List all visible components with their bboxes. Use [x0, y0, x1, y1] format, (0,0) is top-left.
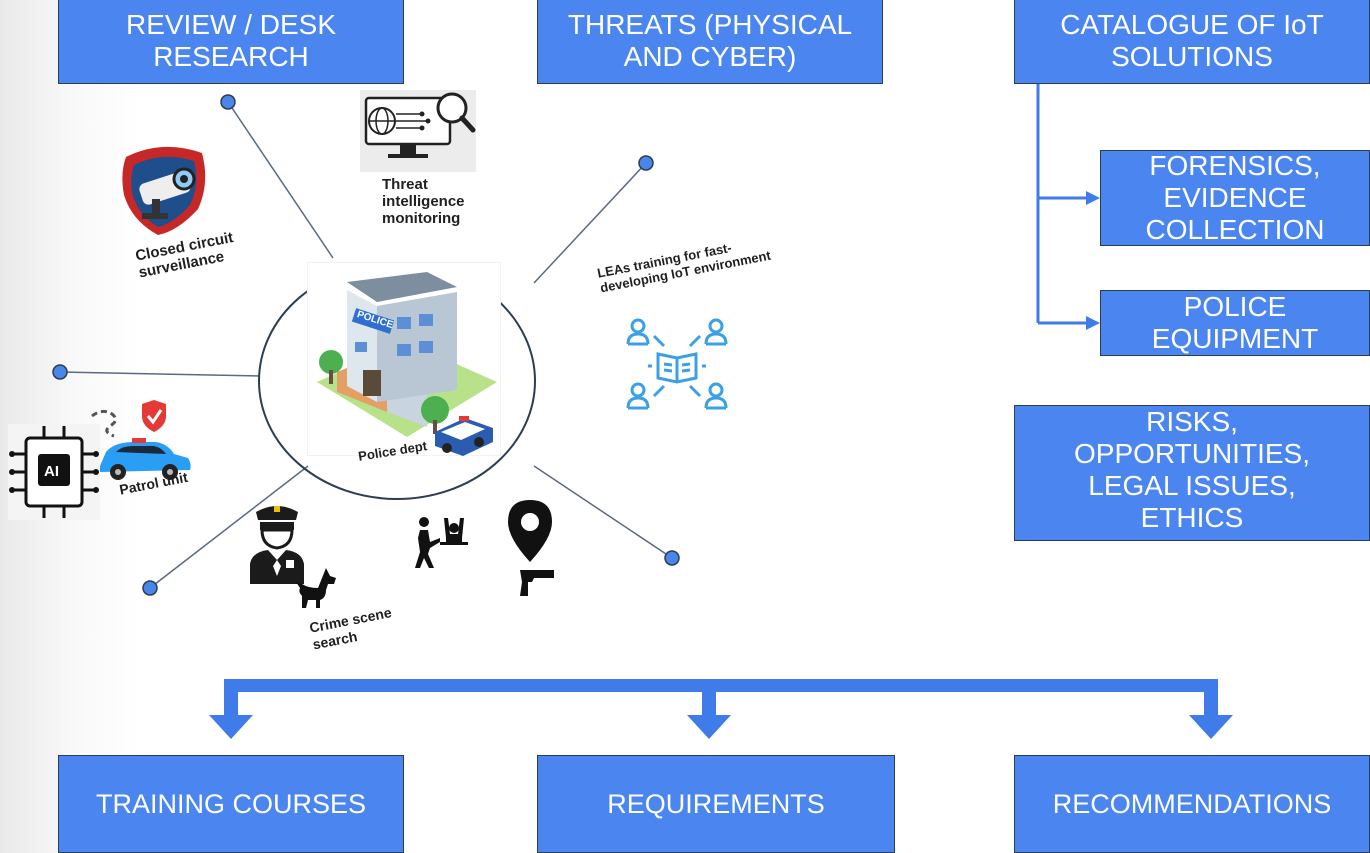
- node-left: [52, 364, 68, 380]
- spoke-left: [59, 371, 261, 377]
- review-box: REVIEW / DESK RESEARCH: [58, 0, 404, 84]
- gun-icon: [520, 570, 554, 596]
- distribution-bar: [224, 679, 1218, 692]
- police-equipment-box: POLICE EQUIPMENT: [1100, 290, 1370, 356]
- arrow-to-recommendations: [1189, 715, 1233, 739]
- threat-monitor-icon: [360, 90, 476, 172]
- location-pin-icon: [508, 500, 552, 562]
- police-station-icon: POLICE: [307, 262, 501, 456]
- police-dog-icon: [296, 568, 336, 608]
- arrest-icon: [415, 517, 468, 568]
- threats-box: THREATS (PHYSICAL AND CYBER): [537, 0, 883, 84]
- spoke-top-left: [227, 101, 334, 259]
- ai-chip-text: AI: [44, 463, 59, 480]
- spoke-top-right: [533, 162, 647, 284]
- threat-intel-label: Threat intelligence monitoring: [382, 176, 465, 227]
- arrow-to-police-equipment: [1086, 316, 1100, 330]
- forensics-box: FORENSICS, EVIDENCE COLLECTION: [1100, 150, 1370, 246]
- catalogue-box: CATALOGUE OF IoT SOLUTIONS: [1014, 0, 1370, 84]
- recommendations-box: RECOMMENDATIONS: [1014, 755, 1370, 853]
- spoke-bottom-left: [149, 465, 309, 589]
- training-courses-box: TRAINING COURSES: [58, 755, 404, 853]
- arrow-to-training: [209, 715, 253, 739]
- cctv-camera-icon: [122, 146, 206, 235]
- training-network-icon: [626, 318, 728, 410]
- node-bottom-right: [664, 550, 680, 566]
- ai-chip-icon: AI: [8, 424, 100, 520]
- risks-box: RISKS, OPPORTUNITIES, LEGAL ISSUES, ETHI…: [1014, 405, 1370, 541]
- node-bottom-left: [142, 580, 158, 596]
- node-top-right: [638, 155, 654, 171]
- requirements-box: REQUIREMENTS: [537, 755, 895, 853]
- arrow-to-requirements: [687, 715, 731, 739]
- arrow-to-forensics: [1086, 191, 1100, 205]
- police-officer-icon: [250, 506, 304, 584]
- patrol-car-icon: [91, 400, 191, 480]
- spoke-bottom-right: [533, 465, 673, 559]
- node-top-left: [220, 94, 236, 110]
